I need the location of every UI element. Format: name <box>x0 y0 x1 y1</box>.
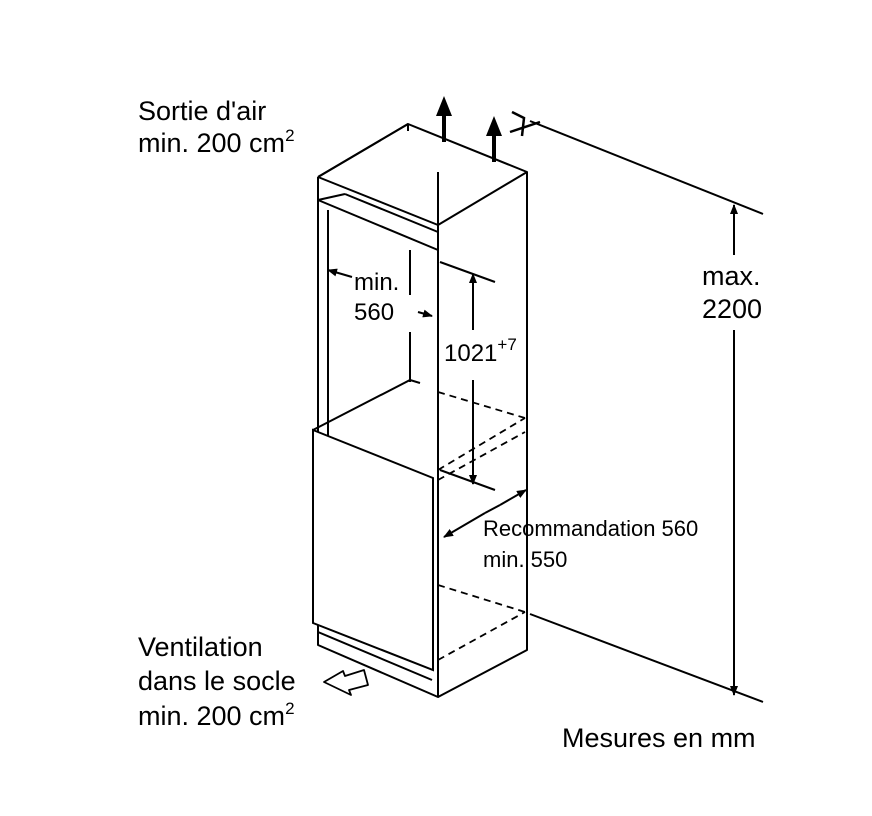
air-outlet-line2: min. 200 cm2 <box>138 126 295 159</box>
air-outlet-line1: Sortie d'air <box>138 96 267 126</box>
width-line1: min. <box>354 269 400 296</box>
niche-height-dimension <box>439 261 496 491</box>
base-vent-line2: dans le socle <box>138 666 296 697</box>
cabinet-outline <box>317 123 528 698</box>
depth-dashed-lines <box>437 391 526 661</box>
air-outlet-label: Sortie d'air min. 200 cm2 <box>138 95 295 160</box>
width-line2: 560 <box>354 299 395 326</box>
depth-line2: min. 550 <box>483 546 568 572</box>
base-vent-line1: Ventilation <box>138 632 263 662</box>
max-height-line1: max. <box>702 261 761 291</box>
hollow-arrow-icon <box>323 669 369 696</box>
max-height-line2: 2200 <box>702 293 763 324</box>
depth-dimension <box>443 489 527 538</box>
max-height-dimension <box>529 120 764 703</box>
cabinet-base <box>317 631 433 681</box>
appliance <box>312 376 434 672</box>
base-ventilation-label: Ventilation dans le socle min. 200 cm2 <box>138 630 296 733</box>
max-height-label: max. 2200 <box>702 260 762 326</box>
depth-line1: Recommandation 560 <box>483 516 699 541</box>
width-label: min. 560 <box>354 268 399 328</box>
up-arrow-icon <box>486 116 502 162</box>
niche-height-label: 1021+7 <box>444 335 517 367</box>
up-arrow-icon <box>436 96 452 142</box>
depth-label: Recommandation 560 min. 550 <box>483 514 698 576</box>
width-dimension <box>327 250 433 376</box>
units-note: Mesures en mm <box>562 723 756 753</box>
base-vent-line3: min. 200 cm2 <box>138 698 295 731</box>
